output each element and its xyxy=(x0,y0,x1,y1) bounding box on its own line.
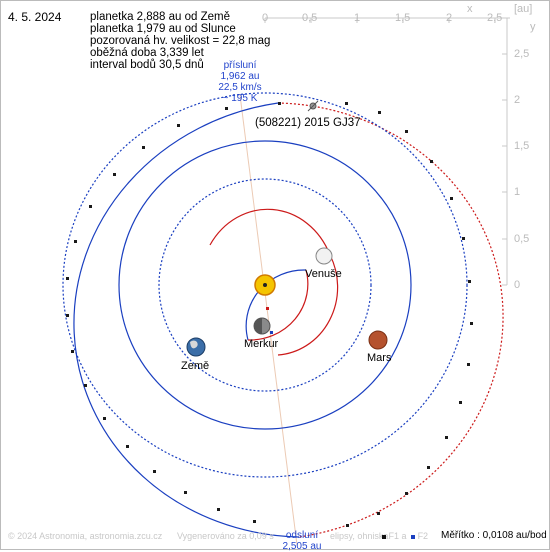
scale-label: Měřítko : 0,0108 au/bod xyxy=(441,530,547,541)
footer-f2-label: F2 xyxy=(417,531,429,541)
aphelion-label: odsluní 2,505 au xyxy=(280,530,324,552)
y-tick-4: 0,5 xyxy=(514,233,530,245)
asteroid-orbit-south xyxy=(277,102,504,538)
sun-focus xyxy=(263,283,267,287)
date-label: 4. 5. 2024 xyxy=(8,10,62,24)
aphelion-title: odsluní xyxy=(285,530,319,541)
footer-orbits: elipsy, ohniska xyxy=(330,531,389,541)
x-tick-0: 0 xyxy=(262,12,269,24)
x-tick-4: 2 xyxy=(446,12,453,24)
asteroid-name: (508221) 2015 GJ37 xyxy=(255,117,361,129)
perihelion-label: přísluní 1,962 au 22,5 km/s ~ 195 K xyxy=(212,60,268,104)
footer-f1-label: F1 a xyxy=(388,531,407,541)
mars-label: Mars xyxy=(367,352,392,364)
perihelion-speed: 22,5 km/s xyxy=(218,82,262,93)
mars-orbit xyxy=(62,92,468,478)
footer-legend-f1: F1 a F2 xyxy=(382,531,428,541)
mercury-orbit-south xyxy=(247,269,309,341)
f1-marker-icon xyxy=(382,534,386,539)
footer-generated: Vygenerováno za 0,09 s xyxy=(177,531,274,541)
x-tick-5: 2,5 xyxy=(487,12,503,24)
y-tick-5: 0 xyxy=(514,279,521,291)
perihelion-temperature: ~ 195 K xyxy=(222,93,258,104)
x-tick-3: 1,5 xyxy=(395,12,411,24)
info-line-interval: interval bodů 30,5 dnů xyxy=(90,59,204,71)
perihelion-distance: 1,962 au xyxy=(220,71,260,82)
y-tick-2: 1,5 xyxy=(514,140,530,152)
asteroid-icon xyxy=(307,100,319,112)
focus-marker-blue xyxy=(270,331,273,334)
y-tick-0: 2,5 xyxy=(514,48,530,60)
earth-label: Země xyxy=(181,360,210,372)
f2-marker-icon xyxy=(411,534,416,539)
focus-marker-red xyxy=(266,307,269,310)
perihelion-title: přísluní xyxy=(223,60,257,71)
info-block: planetka 2,888 au od Země planetka 1,979… xyxy=(90,11,270,71)
aphelion-distance: 2,505 au xyxy=(282,541,322,552)
venus-label: Venuše xyxy=(305,268,342,280)
asteroid-orbit-north xyxy=(73,102,300,538)
y-axis-ticks xyxy=(502,53,507,286)
y-axis-label: y xyxy=(530,21,536,33)
x-axis-label: x xyxy=(467,3,473,15)
info-line-magnitude: pozorovaná hv. velikost = 22,8 mag xyxy=(90,35,271,47)
y-tick-3: 1 xyxy=(514,186,521,198)
venus-icon xyxy=(315,247,333,265)
x-axis-ticks xyxy=(264,18,496,23)
info-line-earth-distance: planetka 2,888 au od Země xyxy=(90,11,231,23)
earth-orbit xyxy=(118,140,412,430)
info-line-sun-distance: planetka 1,979 au od Slunce xyxy=(90,23,236,35)
footer-copyright: © 2024 Astronomia, astronomia.zcu.cz xyxy=(8,531,163,541)
info-line-period: oběžná doba 3,339 let xyxy=(90,47,204,59)
apsis-line xyxy=(239,94,298,546)
y-tick-1: 2 xyxy=(514,94,521,106)
venus-orbit xyxy=(158,178,372,392)
x-tick-2: 1 xyxy=(354,12,361,24)
x-tick-1: 0,5 xyxy=(302,12,318,24)
mercury-label: Merkur xyxy=(244,338,279,350)
axis-unit: [au] xyxy=(514,3,533,15)
asteroid-orbit-points xyxy=(66,102,473,527)
mars-icon xyxy=(368,330,388,350)
